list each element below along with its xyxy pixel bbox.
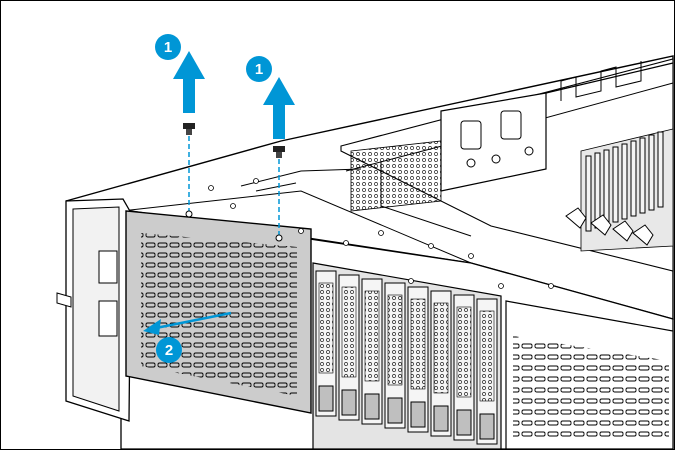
callout-2: 2 [156, 337, 182, 363]
drive-carrier [384, 282, 406, 429]
drive-carrier [407, 286, 429, 433]
left-screw-group [183, 123, 195, 218]
drive-cage-bracket [350, 92, 547, 212]
callout-label: 1 [255, 61, 263, 78]
rear-rail [545, 61, 674, 101]
right-vent-panel [505, 300, 674, 449]
callout-label: 2 [165, 342, 173, 359]
drive-carrier [315, 270, 337, 417]
drive-carrier [476, 298, 498, 445]
right-screw-group [273, 146, 285, 242]
memory-dimms [565, 128, 674, 252]
cover-rivets [208, 178, 554, 289]
screw-icon [183, 123, 195, 135]
up-arrow-icon [173, 51, 205, 113]
screw-icon [273, 146, 285, 158]
drive-carrier [361, 278, 383, 425]
drive-bays [312, 262, 502, 449]
drive-carrier [430, 290, 452, 437]
drive-carrier [453, 294, 475, 441]
drive-carrier [338, 274, 360, 421]
callout-1-left: 1 [155, 34, 181, 60]
callout-label: 1 [164, 39, 172, 56]
callout-1-right: 1 [246, 56, 272, 82]
up-arrow-icon [263, 77, 295, 139]
chassis-interior [340, 58, 674, 272]
removal-arrow-icon [143, 311, 232, 335]
left-rack-ear [56, 198, 132, 422]
